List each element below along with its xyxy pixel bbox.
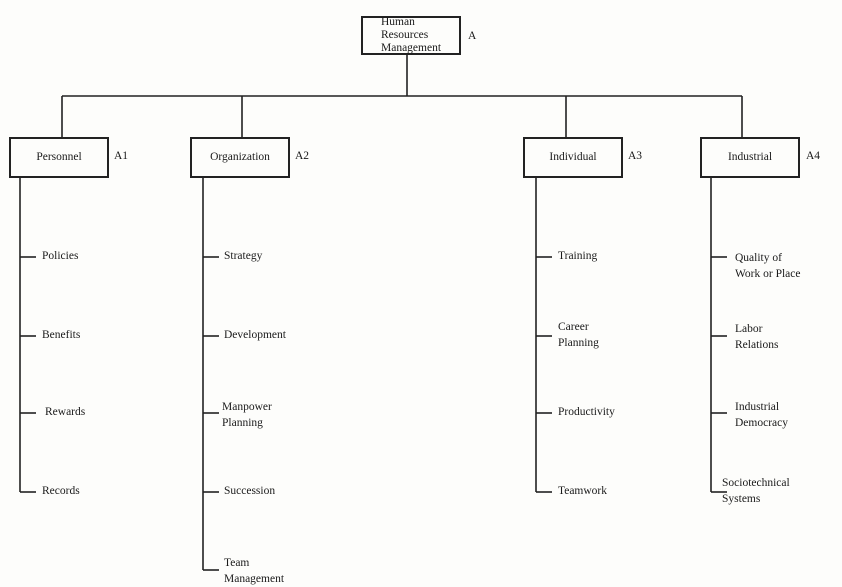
leaf-item: Labor Relations <box>735 323 779 351</box>
leaf-item: Development <box>224 329 286 341</box>
leaf-item: Succession <box>224 485 276 497</box>
branch-label: Organization <box>210 150 270 163</box>
leaf-item: Career Planning <box>558 321 599 349</box>
root-node-box: Human Resources Management <box>361 16 461 55</box>
branch-label: Personnel <box>36 150 82 163</box>
leaf-item: Team Management <box>224 557 285 585</box>
branch-code: A3 <box>628 150 643 162</box>
leaf-item: Policies <box>42 250 79 262</box>
branch-box-organization: Organization <box>190 137 290 178</box>
branch-box-industrial: Industrial <box>700 137 800 178</box>
leaf-item: Quality of Work or Place <box>735 252 801 280</box>
leaf-item: Strategy <box>224 250 263 262</box>
root-node-code: A <box>468 30 477 42</box>
branch-code: A1 <box>114 150 129 162</box>
leaf-item: Rewards <box>45 406 86 418</box>
leaf-item: Sociotechnical Systems <box>722 477 790 505</box>
leaf-item: Teamwork <box>558 485 608 497</box>
leaf-item: Benefits <box>42 329 81 341</box>
leaf-item: Records <box>42 485 80 497</box>
branch-label: Individual <box>549 150 597 163</box>
branch-label: Industrial <box>727 150 773 163</box>
branch-box-personnel: Personnel <box>9 137 109 178</box>
leaf-item: Productivity <box>558 406 615 418</box>
branch-box-individual: Individual <box>523 137 623 178</box>
root-node-label: Human Resources Management <box>381 15 442 55</box>
leaf-item: Manpower Planning <box>222 401 272 429</box>
leaf-item: Industrial Democracy <box>735 401 788 429</box>
branch-code: A2 <box>295 150 310 162</box>
leaf-item: Training <box>558 250 598 262</box>
branch-code: A4 <box>806 150 821 162</box>
